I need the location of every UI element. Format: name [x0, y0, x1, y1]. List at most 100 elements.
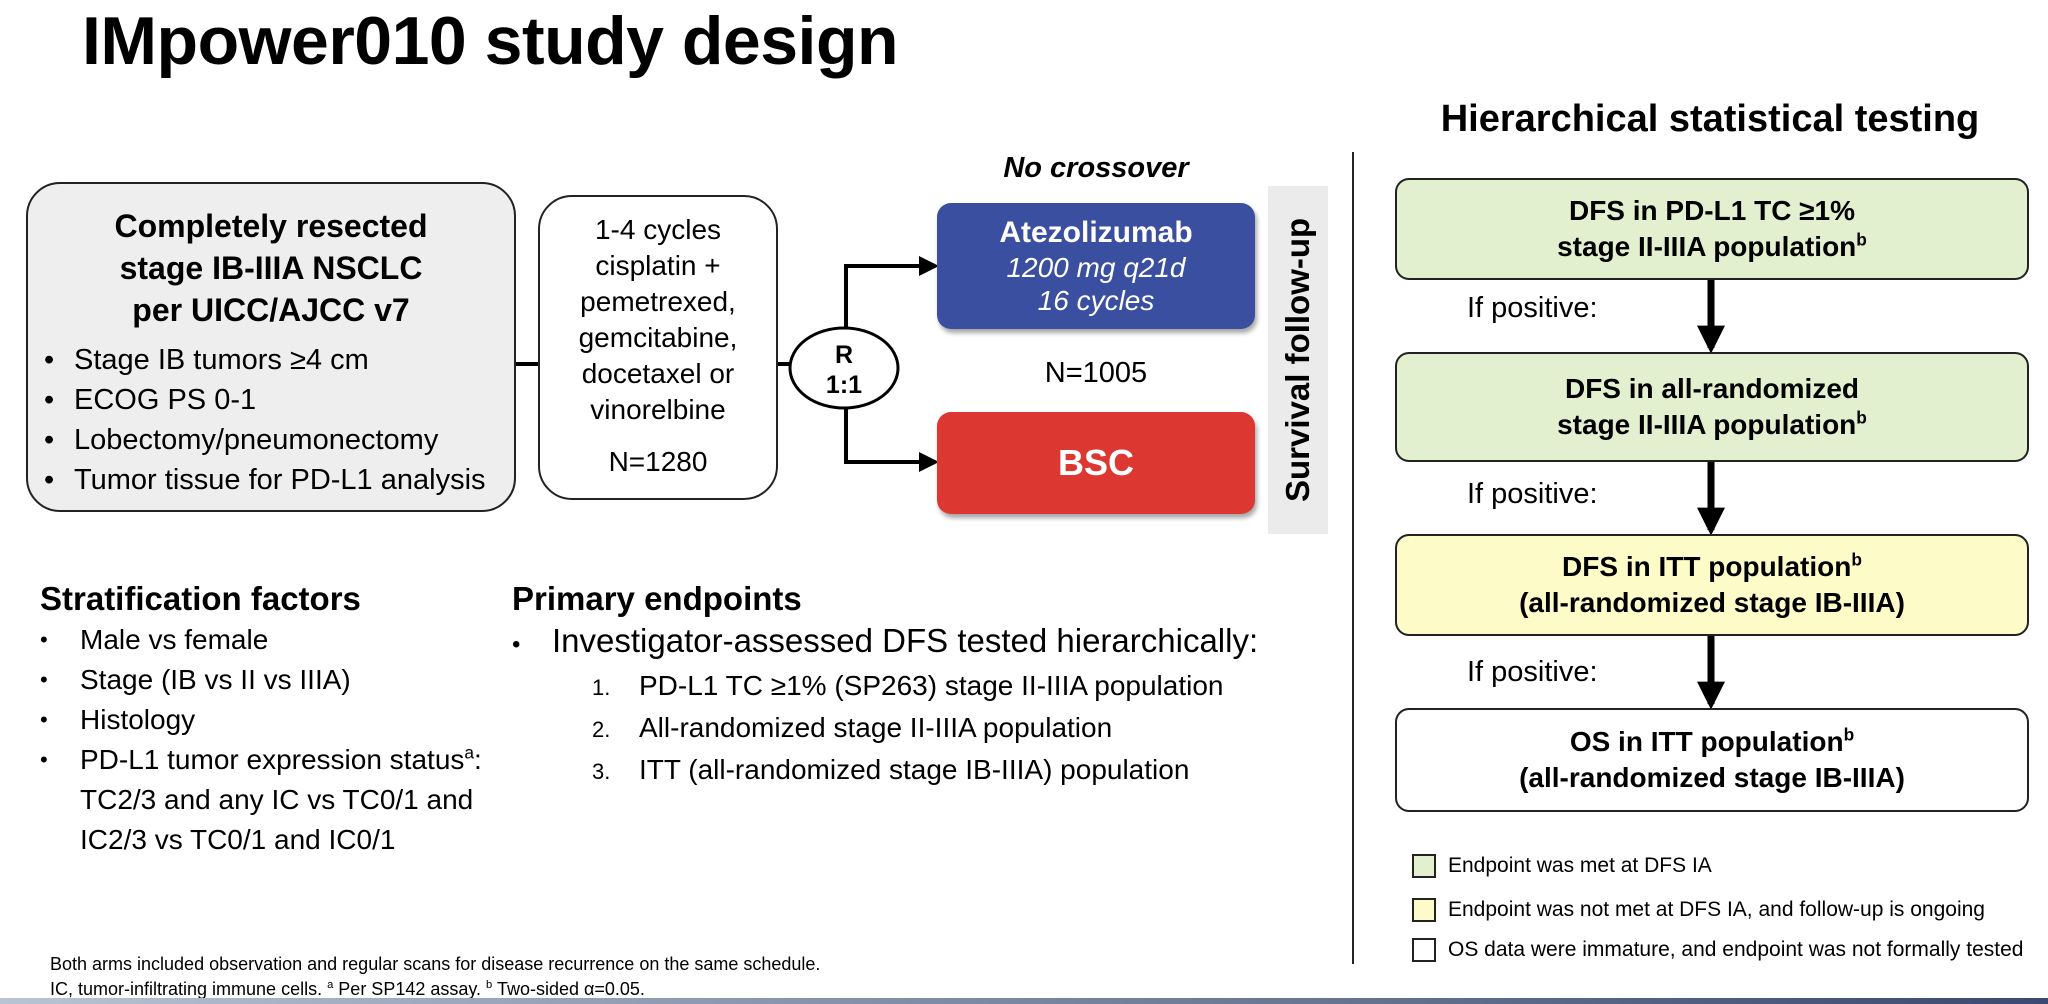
legend-item-not-met: Endpoint was not met at DFS IA, and foll…	[1412, 898, 1985, 922]
hierarchy-box-line2-text: stage II-IIIA population	[1557, 231, 1857, 262]
footnote-marker-b: b	[1843, 724, 1855, 745]
hierarchy-box-line2: (all-randomized stage IB-IIIA)	[1519, 762, 1905, 793]
primary-endpoint-item: 2. All-randomized stage II-IIIA populatio…	[592, 708, 1224, 750]
footnote-marker-a: a	[327, 979, 334, 991]
footnote-marker-b: b	[1856, 407, 1867, 428]
footnote-text: IC, tumor-infiltrating immune cells.	[50, 979, 328, 999]
stratification-item-text: PD-L1 tumor expression status	[80, 744, 465, 775]
legend-label: Endpoint was met at DFS IA	[1448, 854, 1712, 877]
stratification-title: Stratification factors	[40, 580, 361, 617]
chemo-line: vinorelbine	[590, 394, 726, 425]
survival-followup-bar	[1268, 186, 1328, 534]
footnote-line2: IC, tumor-infiltrating immune cells. a P…	[50, 977, 820, 1002]
footnote-marker-b: b	[1856, 229, 1867, 250]
hierarchy-title: Hierarchical statistical testing	[1440, 98, 1980, 140]
primary-endpoints-list: 1. PD-L1 TC ≥1% (SP263) stage II-IIIA pop…	[592, 666, 1224, 792]
hierarchy-box-line1: DFS in PD-L1 TC ≥1%	[1568, 195, 1856, 226]
stratification-continuation-line: IC2/3 vs TC0/1 and IC0/1	[80, 824, 396, 855]
chemo-line: 1-4 cycles	[594, 214, 722, 245]
chemo-regimen: 1-4 cycles cisplatin + pemetrexed, gemci…	[538, 212, 778, 428]
primary-endpoint-text: All-randomized stage II-IIIA population	[639, 712, 1113, 743]
eligibility-title-line: per UICC/AJCC v7	[132, 292, 410, 328]
if-positive-label: If positive:	[1467, 292, 1598, 324]
randomization-label: R 1:1	[788, 340, 900, 400]
chemo-box	[538, 195, 778, 500]
hierarchy-box-line1-text: OS in ITT population	[1569, 726, 1844, 757]
eligibility-title-line: stage IB-IIIA NSCLC	[119, 250, 423, 286]
primary-endpoint-number: 1.	[592, 675, 611, 700]
randomization-r: R	[834, 341, 854, 369]
footnote-line1: Both arms included observation and regul…	[50, 954, 821, 974]
hierarchy-box-line2: stage II-IIIA populationb	[1397, 407, 2027, 443]
primary-endpoint-text: PD-L1 TC ≥1% (SP263) stage II-IIIA popul…	[639, 670, 1224, 701]
survival-followup-label: Survival follow-up	[1279, 217, 1316, 503]
primary-endpoints-title: Primary endpoints	[512, 580, 802, 617]
bsc-arm: BSC	[937, 412, 1255, 514]
footnote-text: Two-sided α=0.05.	[492, 979, 645, 999]
hierarchy-box-line1: DFS in ITT populationb	[1397, 549, 2027, 585]
legend-label: OS data were immature, and endpoint was …	[1448, 938, 2024, 961]
if-positive-label: If positive:	[1467, 656, 1598, 688]
if-positive-label: If positive:	[1467, 478, 1598, 510]
chemo-line: docetaxel or	[581, 358, 735, 389]
stratification-colon: :	[474, 744, 482, 775]
footnote-marker-b: b	[1851, 549, 1862, 570]
hierarchy-box-line2: (all-randomized stage IB-IIIA)	[1519, 587, 1905, 618]
chemo-line: pemetrexed,	[580, 286, 736, 317]
legend-item-immature: OS data were immature, and endpoint was …	[1412, 938, 2023, 962]
hierarchy-box-1: DFS in PD-L1 TC ≥1% stage II-IIIA popula…	[1395, 178, 2029, 280]
hierarchy-box-3: DFS in ITT populationb (all-randomized s…	[1395, 534, 2029, 636]
primary-endpoint-number: 3.	[592, 759, 611, 784]
eligibility-criterion: Lobectomy/pneumonectomy	[44, 420, 486, 460]
arrow-to-atezolizumab	[844, 256, 939, 328]
primary-endpoints-main: Investigator-assessed DFS tested hierarc…	[512, 622, 1258, 660]
arms-n: N=1005	[1044, 357, 1148, 389]
legend-swatch-white	[1412, 938, 1436, 962]
legend-swatch-yellow	[1412, 898, 1436, 922]
hierarchy-box-2: DFS in all-randomized stage II-IIIA popu…	[1395, 352, 2029, 462]
footnote: Both arms included observation and regul…	[50, 952, 820, 1002]
eligibility-criterion: Stage IB tumors ≥4 cm	[44, 340, 486, 380]
stratification-item: Histology	[40, 700, 482, 740]
legend-swatch-green	[1412, 854, 1436, 878]
stratification-continuation: TC2/3 and any IC vs TC0/1 and IC2/3 vs T…	[80, 780, 473, 860]
hierarchy-box-line1: DFS in all-randomized	[1564, 373, 1860, 404]
chemo-line: gemcitabine,	[578, 322, 738, 353]
page-title: IMpower010 study design	[82, 3, 899, 79]
chemo-n: N=1280	[608, 446, 708, 477]
stratification-list: Male vs female Stage (IB vs II vs IIIA) …	[40, 620, 482, 780]
atezolizumab-cycles: 16 cycles	[1037, 285, 1155, 316]
footnote-marker-b: b	[486, 979, 493, 991]
hierarchy-box-4: OS in ITT populationb (all-randomized st…	[1395, 708, 2029, 812]
legend-item-met: Endpoint was met at DFS IA	[1412, 854, 1712, 878]
hierarchy-box-line1: OS in ITT populationb	[1397, 724, 2027, 760]
stratification-item: PD-L1 tumor expression statusa:	[40, 740, 482, 780]
hierarchy-box-line2-text: stage II-IIIA population	[1557, 409, 1857, 440]
primary-endpoint-number: 2.	[592, 717, 611, 742]
section-divider	[1352, 152, 1354, 964]
stratification-item: Male vs female	[40, 620, 482, 660]
atezolizumab-name: Atezolizumab	[999, 216, 1193, 249]
eligibility-criteria-list: Stage IB tumors ≥4 cm ECOG PS 0-1 Lobect…	[44, 340, 486, 500]
stratification-continuation-line: TC2/3 and any IC vs TC0/1 and	[80, 784, 474, 815]
eligibility-criterion: ECOG PS 0-1	[44, 380, 486, 420]
randomization-ratio: 1:1	[825, 371, 863, 399]
eligibility-title: Completely resected stage IB-IIIA NSCLC …	[26, 205, 516, 331]
atezolizumab-dose: 1200 mg q21d	[1006, 252, 1186, 283]
footnote-text: Per SP142 assay.	[333, 979, 487, 999]
hierarchy-box-line1-text: DFS in ITT population	[1562, 551, 1852, 582]
eligibility-criterion: Tumor tissue for PD-L1 analysis	[44, 460, 486, 500]
stratification-item: Stage (IB vs II vs IIIA)	[40, 660, 482, 700]
bottom-band	[0, 998, 2048, 1004]
legend-label: Endpoint was not met at DFS IA, and foll…	[1448, 898, 1985, 921]
arrow-to-bsc	[844, 408, 939, 472]
eligibility-title-line: Completely resected	[114, 208, 428, 244]
atezolizumab-arm: Atezolizumab 1200 mg q21d 16 cycles	[937, 203, 1255, 329]
primary-endpoint-item: 3. ITT (all-randomized stage IB-IIIA) pop…	[592, 750, 1224, 792]
primary-endpoint-item: 1. PD-L1 TC ≥1% (SP263) stage II-IIIA pop…	[592, 666, 1224, 708]
footnote-marker-a: a	[464, 742, 475, 763]
no-crossover-label: No crossover	[1003, 152, 1189, 184]
hierarchy-box-line2: stage II-IIIA populationb	[1397, 229, 2027, 265]
primary-endpoint-text: ITT (all-randomized stage IB-IIIA) popul…	[639, 754, 1190, 785]
